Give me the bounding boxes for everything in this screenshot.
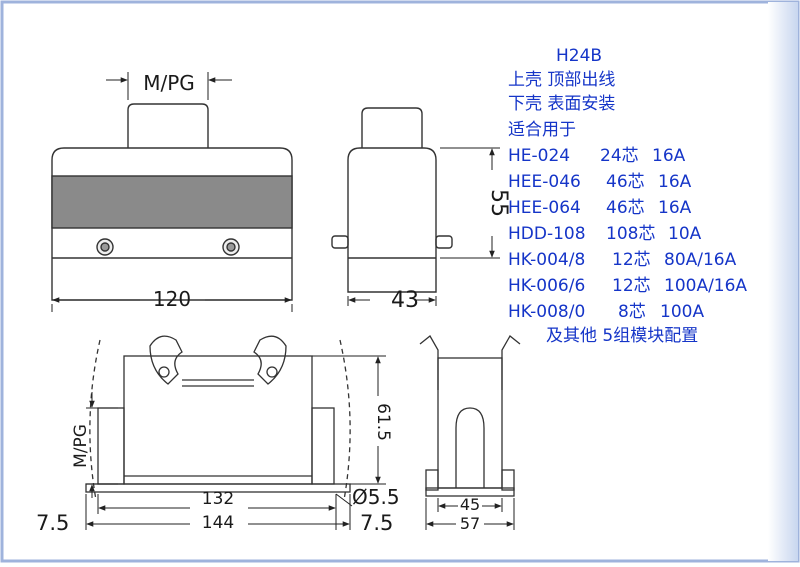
page-edge-shade xyxy=(768,2,798,561)
right-offset-label: 7.5 xyxy=(360,511,393,535)
spec-footer: 及其他 5组模块配置 xyxy=(546,326,699,346)
base-inner-width-label: 132 xyxy=(202,489,234,509)
side-depth-label: 43 xyxy=(391,288,419,313)
top-port-dimension xyxy=(106,72,232,100)
base-outer-width-label: 144 xyxy=(202,513,234,533)
spec-model: H24B xyxy=(556,46,603,66)
side-height-label: 55 xyxy=(486,189,511,217)
base-port-boss xyxy=(97,407,125,485)
base-port-label: M/PG xyxy=(71,424,91,468)
base-front-view xyxy=(85,335,351,501)
mounting-hole-label: Ø5.5 xyxy=(352,485,400,509)
label-band xyxy=(51,175,293,229)
housing-outline xyxy=(51,147,293,301)
base-height-label: 61.5 xyxy=(373,403,393,441)
top-front-view xyxy=(51,103,293,301)
base-side-body xyxy=(437,357,503,489)
side-peg-right xyxy=(435,235,453,249)
base-flange xyxy=(85,483,351,493)
base-body xyxy=(123,355,313,485)
top-side-view xyxy=(331,107,453,293)
base-side-port xyxy=(455,407,485,488)
side-height-dimension xyxy=(440,147,500,259)
spec-line-0: 上壳 顶部出线 xyxy=(508,70,616,90)
cable-entry-outline xyxy=(127,103,209,148)
base-side-flange xyxy=(425,487,515,497)
locking-lever-right xyxy=(253,335,287,385)
spec-line-1: 下壳 表面安装 xyxy=(508,94,616,114)
spec-line-2: 适合用于 xyxy=(508,120,576,140)
top-width-dimension xyxy=(51,297,293,312)
base-side-inner-width-label: 45 xyxy=(460,495,480,514)
base-side-outer-width-label: 57 xyxy=(460,514,480,533)
side-depth-dimension xyxy=(347,296,437,306)
top-port-label: M/PG xyxy=(143,71,195,95)
locking-lever-left xyxy=(149,335,183,385)
side-cable-entry xyxy=(361,107,423,148)
top-width-label: 120 xyxy=(153,287,191,311)
side-housing xyxy=(347,147,437,293)
base-side-view xyxy=(419,335,521,497)
side-peg-left xyxy=(331,235,349,249)
left-offset-label: 7.5 xyxy=(36,511,69,535)
